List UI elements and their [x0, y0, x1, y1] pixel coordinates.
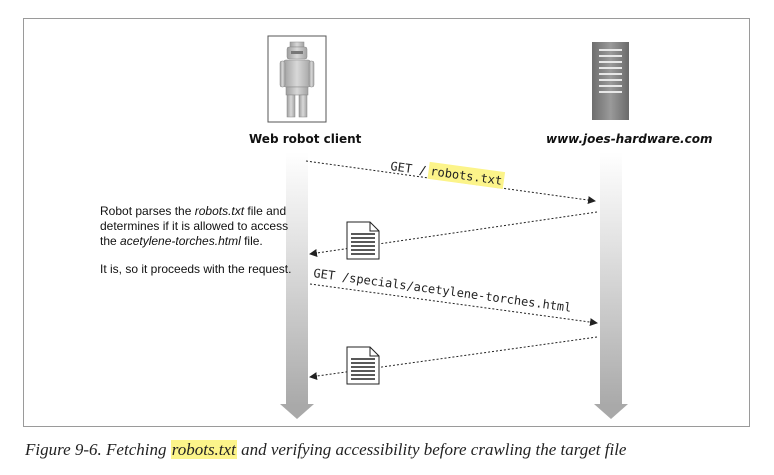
note-line-1: Robot parses the robots.txt file and	[100, 204, 287, 218]
caption-highlight: robots.txt	[170, 440, 237, 459]
document-icon	[346, 221, 380, 260]
request-page-arrow	[309, 283, 598, 327]
client-label: Web robot client	[249, 132, 362, 146]
client-lifeline	[280, 152, 314, 419]
note-line-4: It is, so it proceeds with the request.	[100, 262, 292, 276]
server-icon	[592, 42, 629, 120]
note-line-3: the acetylene-torches.html file.	[100, 234, 263, 248]
request-robots-highlight: robots.txt	[427, 161, 506, 190]
server-lifeline	[594, 152, 628, 419]
figure-frame	[23, 18, 750, 427]
figure-caption: Figure 9-6. Fetching robots.txt and veri…	[25, 440, 627, 459]
request-page-label: GET /specials/acetylene-torches.html	[313, 266, 573, 315]
note-line-2: determines if it is allowed to access	[100, 219, 289, 233]
robot-icon	[267, 35, 327, 123]
request-robots-label: GET /	[390, 159, 428, 178]
robot-note: Robot parses the robots.txt file and det…	[100, 204, 300, 277]
server-label: www.joes-hardware.com	[546, 132, 713, 146]
document-icon	[346, 346, 380, 385]
